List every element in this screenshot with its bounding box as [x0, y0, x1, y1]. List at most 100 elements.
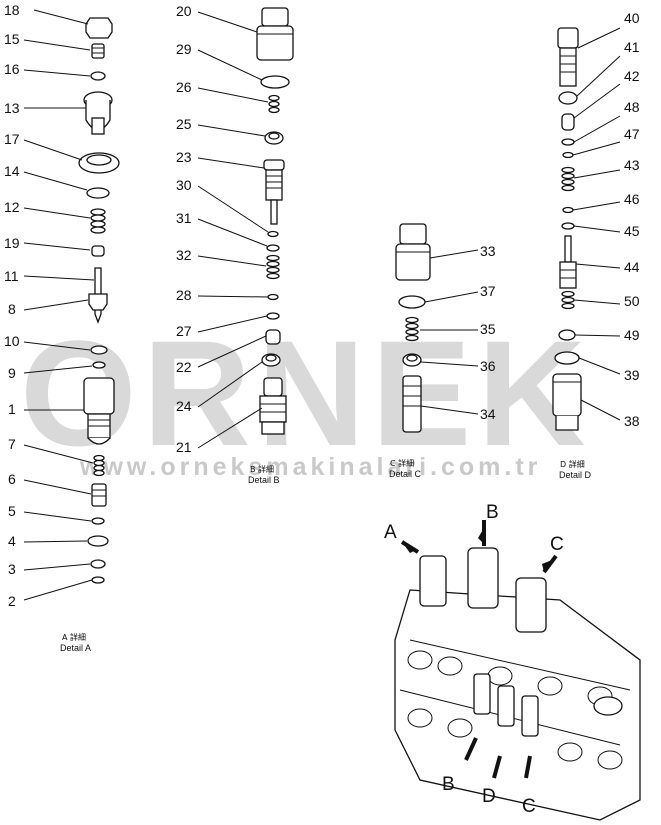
detail-b-jp: B 詳細 — [250, 464, 274, 474]
part-31b — [266, 244, 280, 252]
callout-21: 21 — [176, 439, 192, 455]
detail-c-leaders — [420, 249, 479, 415]
part-19 — [91, 245, 105, 257]
part-27 — [266, 312, 280, 320]
callout-43: 43 — [624, 157, 640, 173]
part-34-body — [402, 375, 422, 433]
part-10 — [90, 345, 108, 355]
callout-6: 6 — [8, 471, 16, 487]
detail-d-leaders — [572, 27, 621, 421]
part-9 — [92, 361, 106, 369]
callout-4: 4 — [8, 533, 16, 549]
callout-25: 25 — [176, 116, 192, 132]
part-1-body — [83, 377, 115, 445]
detail-b-caption: Detail B — [248, 475, 280, 485]
part-24 — [261, 353, 281, 367]
part-33-cap — [395, 223, 431, 281]
part-50-spring — [561, 290, 575, 310]
callout-33: 33 — [480, 243, 496, 259]
callout-28: 28 — [176, 287, 192, 303]
part-12-spring — [90, 208, 106, 234]
callout-17: 17 — [4, 131, 20, 147]
part-3 — [90, 559, 106, 569]
callout-42: 42 — [624, 68, 640, 84]
part-45 — [561, 222, 575, 230]
part-29-oring — [260, 75, 290, 89]
callout-16: 16 — [4, 61, 20, 77]
part-42 — [561, 113, 575, 131]
part-14-oring — [86, 187, 110, 199]
part-48 — [561, 138, 575, 146]
callout-39: 39 — [624, 367, 640, 383]
callout-12: 12 — [4, 199, 20, 215]
part-23-spool — [263, 159, 285, 225]
view-label-b-top: B — [486, 502, 499, 523]
part-21-body — [259, 377, 287, 435]
view-label-a-top: A — [384, 522, 397, 543]
callout-40: 40 — [624, 10, 640, 26]
callout-31: 31 — [176, 210, 192, 226]
part-16-ring — [90, 71, 106, 81]
callout-47: 47 — [624, 126, 640, 142]
callout-41: 41 — [624, 39, 640, 55]
callout-45: 45 — [624, 223, 640, 239]
part-37-oring — [398, 295, 426, 309]
part-25 — [264, 131, 284, 145]
callout-26: 26 — [176, 79, 192, 95]
part-28 — [267, 293, 279, 301]
callout-7: 7 — [8, 436, 16, 452]
detail-d-parts — [552, 27, 582, 431]
callout-29: 29 — [176, 41, 192, 57]
callout-numbers: 1815161317141219118109176543220292625233… — [4, 2, 640, 609]
watermark-url: www.orneksmakinalari.com.tr — [79, 453, 541, 481]
callout-50: 50 — [624, 293, 640, 309]
part-7-spring — [93, 454, 105, 477]
part-40-body — [557, 27, 579, 87]
detail-a-jp: A 詳細 — [62, 632, 86, 642]
part-47 — [562, 151, 574, 159]
callout-11: 11 — [4, 268, 19, 284]
part-41 — [558, 91, 578, 105]
part-44-spool — [559, 235, 577, 289]
callout-14: 14 — [4, 163, 20, 179]
detail-c-caption: Detail C — [389, 469, 422, 479]
callout-27: 27 — [176, 323, 192, 339]
callout-35: 35 — [480, 321, 496, 337]
detail-c-jp: C 詳細 — [390, 458, 414, 468]
detail-c-parts — [395, 223, 431, 433]
callout-44: 44 — [624, 259, 640, 275]
part-35-spring — [405, 316, 419, 342]
callout-10: 10 — [4, 333, 20, 349]
callout-34: 34 — [480, 406, 496, 422]
callout-38: 38 — [624, 413, 640, 429]
part-46 — [562, 206, 574, 214]
callout-37: 37 — [480, 283, 496, 299]
part-39-oring — [554, 351, 580, 365]
part-38-body — [552, 373, 582, 431]
part-36 — [402, 353, 422, 367]
view-label-b-bottom: B — [442, 774, 455, 795]
part-32-spring — [266, 254, 280, 280]
callout-30: 30 — [176, 177, 192, 193]
callout-24: 24 — [176, 398, 192, 414]
callout-5: 5 — [8, 503, 16, 519]
callout-9: 9 — [8, 365, 16, 381]
callout-46: 46 — [624, 191, 640, 207]
callout-48: 48 — [624, 99, 640, 115]
detail-a-leaders — [23, 9, 95, 601]
callout-19: 19 — [4, 235, 20, 251]
callout-49: 49 — [624, 327, 640, 343]
view-label-c-bottom: C — [522, 796, 536, 817]
part-22 — [265, 329, 281, 345]
part-8 — [88, 293, 108, 311]
part-31 — [267, 230, 279, 238]
callout-18: 18 — [4, 2, 20, 18]
part-6 — [91, 483, 107, 507]
part-2 — [91, 576, 105, 584]
detail-d-caption: Detail D — [559, 470, 592, 480]
detail-d-jp: D 詳細 — [560, 459, 585, 469]
callout-1: 1 — [8, 401, 16, 417]
callout-36: 36 — [480, 358, 496, 374]
